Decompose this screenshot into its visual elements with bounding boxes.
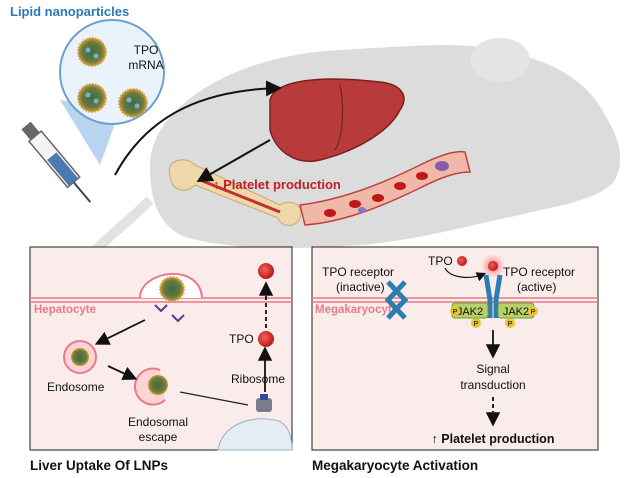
endosome-label: Endosome — [47, 380, 105, 394]
receptor-active-state: (active) — [517, 280, 556, 294]
transduction-label: transduction — [460, 378, 525, 392]
panel-left-title: Liver Uptake Of LNPs — [30, 458, 168, 473]
blood-vessel-icon — [299, 150, 471, 226]
panel-right-title: Megakaryocyte Activation — [312, 458, 478, 473]
ribosome-label: Ribosome — [231, 372, 285, 386]
arrow-liver-to-bone — [196, 139, 271, 182]
arrow-endosome-escape — [107, 365, 138, 381]
receptor-active-icon — [483, 274, 503, 318]
panel-megakaryocyte: Megakaryocyte TPO receptor (inactive) TP… — [311, 246, 599, 451]
receptor-inactive-icon — [384, 280, 409, 320]
tpo-label-left: TPO — [229, 332, 254, 346]
tpo-ligand — [457, 256, 467, 266]
lnp-magnify-circle — [59, 19, 165, 125]
megakaryocyte-label: Megakaryocyte — [315, 304, 398, 316]
tpo-protein-1 — [258, 331, 274, 347]
svg-text:P: P — [453, 309, 458, 316]
receptor-inactive-state: (inactive) — [336, 280, 385, 294]
receptor-active-label: TPO receptor — [503, 265, 575, 279]
receptor-y-1 — [154, 304, 168, 313]
tpo-bound — [488, 261, 498, 271]
phospho-2 — [471, 318, 481, 328]
escape-label: escape — [139, 430, 178, 444]
lnp-particle-2 — [77, 83, 107, 113]
hepatocyte-label: Hepatocyte — [34, 304, 96, 316]
svg-text:P: P — [474, 321, 479, 328]
right-platelet-label: ↑ Platelet production — [432, 432, 555, 446]
ribosome-icon — [256, 398, 272, 412]
phospho-4 — [528, 306, 538, 316]
phospho-1 — [450, 306, 460, 316]
jak2-left-label: JAK2 — [457, 306, 483, 318]
jak2-right-label: JAK2 — [503, 306, 529, 318]
liver-icon — [269, 78, 405, 162]
svg-text:P: P — [508, 321, 513, 328]
lnp-particle-1 — [77, 37, 107, 67]
receptor-inactive-label: TPO receptor — [322, 265, 394, 279]
mrna-label: mRNA — [128, 58, 163, 72]
endosomal-label: Endosomal — [128, 415, 188, 429]
syringe-icon — [21, 121, 92, 203]
panel-liver-uptake: Hepatocyte Endosome Endosomal escape Rib… — [29, 246, 293, 451]
tpo-label: TPO — [134, 43, 159, 57]
tpo-protein-2 — [258, 263, 274, 279]
arrow-to-endosome — [94, 319, 146, 345]
arrow-lnp-to-liver — [114, 80, 282, 176]
mrna-strand — [179, 391, 249, 406]
top-platelet-label: ↑ Platelet production — [213, 177, 341, 192]
signal-label: Signal — [476, 362, 509, 376]
endoplasmic-reticulum — [217, 418, 293, 451]
phospho-3 — [505, 318, 515, 328]
lnp-title: Lipid nanoparticles — [10, 4, 129, 19]
svg-text:P: P — [531, 309, 536, 316]
lnp-entering — [159, 276, 185, 302]
lnp-particle-3 — [118, 88, 148, 118]
tpo-label-right: TPO — [428, 254, 453, 268]
receptor-y-2 — [171, 314, 185, 323]
